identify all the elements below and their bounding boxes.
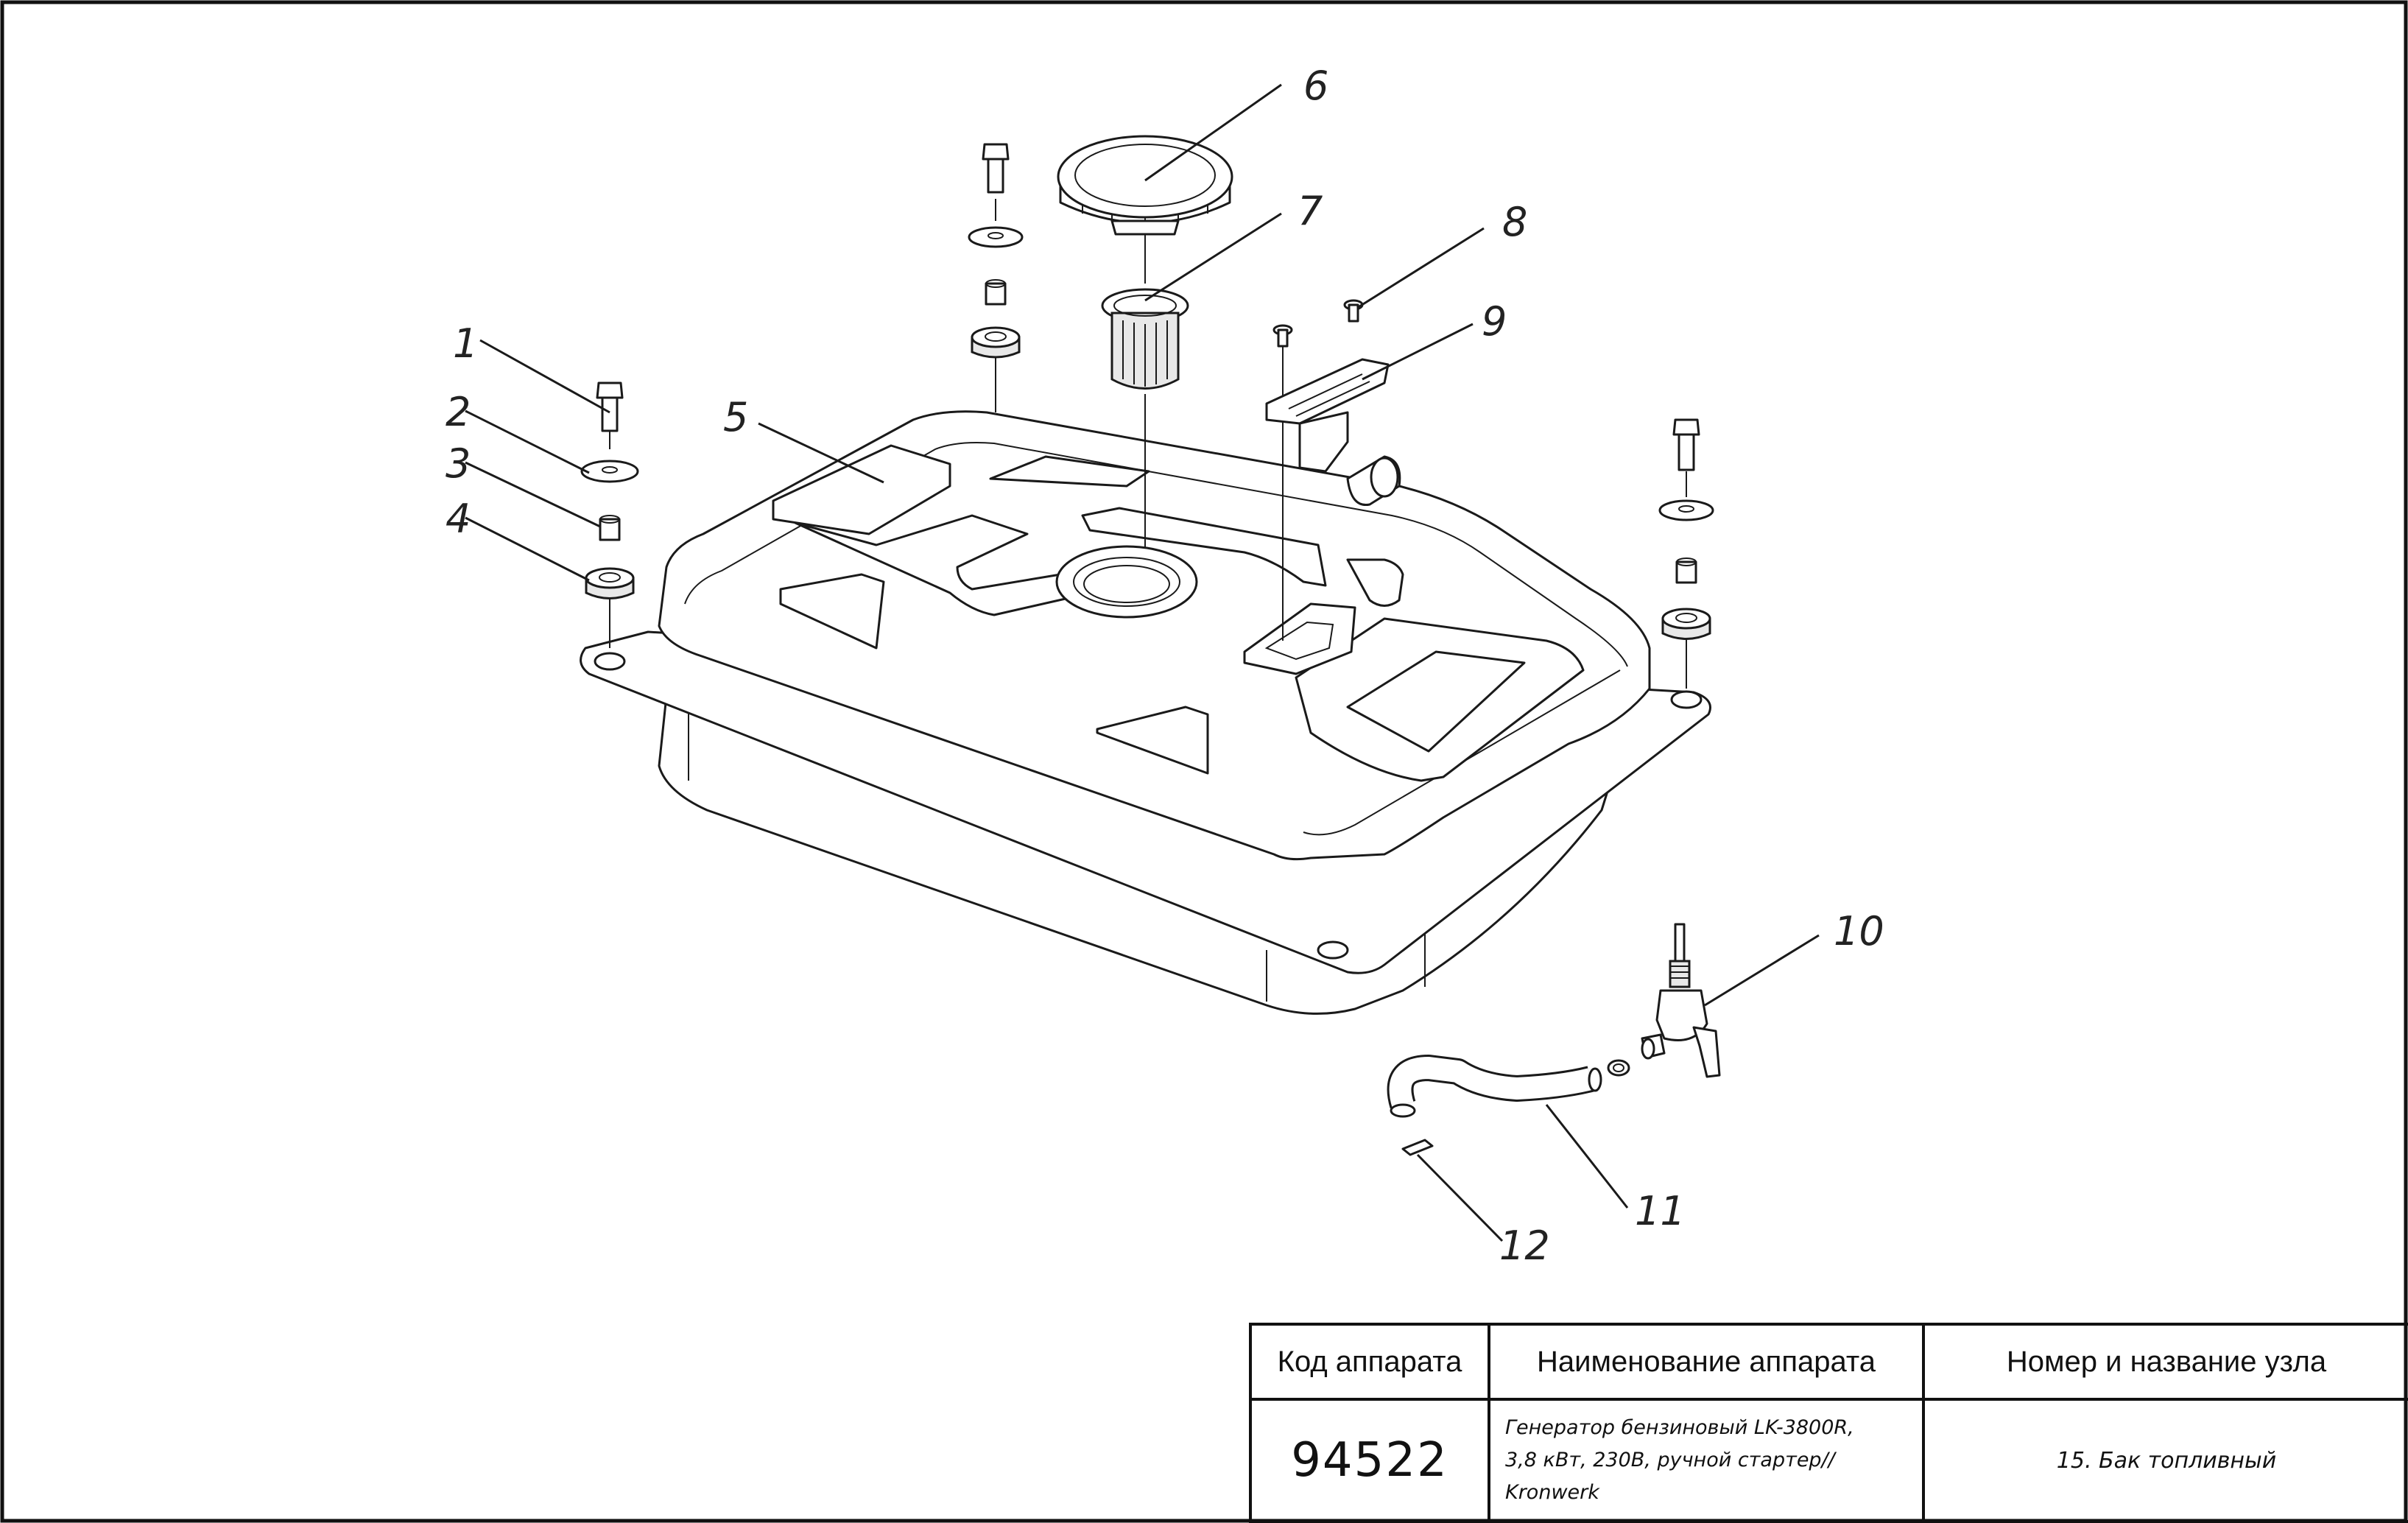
apparatus-name-line-1: Генератор бензиновый LK-3800R,	[1505, 1416, 1854, 1439]
callout-11: 11	[1635, 1188, 1686, 1234]
callout-5: 5	[723, 394, 748, 440]
callout-10: 10	[1834, 908, 1884, 954]
node-name: 15. Бак топливный	[1922, 1398, 2408, 1523]
leader-lines	[465, 83, 1820, 1242]
rear-fastener-stack	[968, 143, 1024, 412]
right-fastener-stack	[1658, 418, 1714, 689]
apparatus-code: 94522	[1249, 1398, 1490, 1523]
fuel-tank	[580, 410, 1711, 1015]
fuel-gauge-assembly	[1265, 299, 1401, 641]
fuel-hose	[1387, 1055, 1602, 1118]
callout-labels: 1 2 3 4 5 6 7 8 9 10 11 12	[446, 63, 1884, 1269]
title-block: Код аппарата Наименование аппарата Номер…	[1249, 1323, 2408, 1523]
callout-6: 6	[1303, 63, 1328, 109]
left-fastener-stack	[580, 381, 639, 648]
callout-7: 7	[1298, 188, 1323, 234]
fuel-cap	[1057, 135, 1233, 284]
callout-4: 4	[446, 496, 471, 542]
callout-1: 1	[453, 320, 478, 367]
apparatus-name: Генератор бензиновый LK-3800R, 3,8 кВт, …	[1488, 1398, 1925, 1523]
header-node: Номер и название узла	[1922, 1323, 2408, 1401]
fuel-strainer	[1101, 288, 1189, 549]
apparatus-name-line-2: 3,8 кВт, 230В, ручной стартер//	[1505, 1449, 1835, 1471]
hose-clip	[1401, 1139, 1434, 1156]
header-code: Код аппарата	[1249, 1323, 1490, 1401]
callout-9: 9	[1482, 298, 1507, 345]
callout-2: 2	[446, 389, 471, 435]
header-name: Наименование аппарата	[1488, 1323, 1925, 1401]
callout-3: 3	[446, 440, 471, 487]
fuel-valve	[1607, 923, 1721, 1078]
callout-12: 12	[1499, 1223, 1550, 1269]
callout-8: 8	[1502, 199, 1527, 245]
apparatus-name-line-3: Kronwerk	[1505, 1481, 1599, 1504]
